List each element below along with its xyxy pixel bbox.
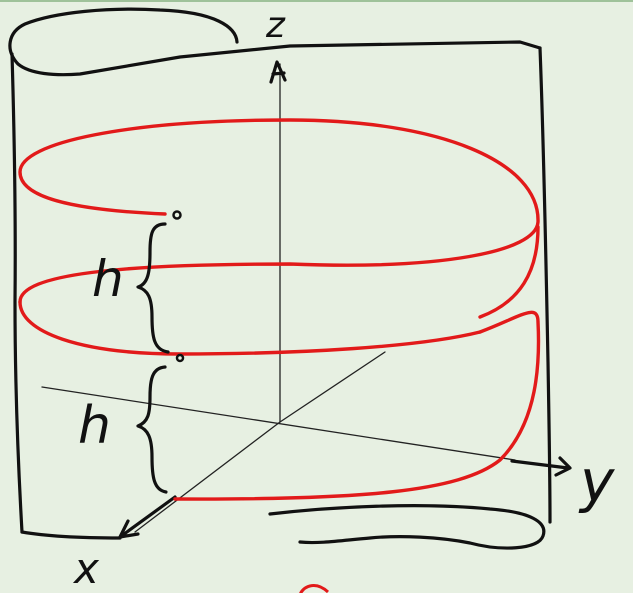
helix-turn-lower (173, 310, 541, 501)
helix-turn-upper (18, 118, 540, 304)
helix (18, 118, 541, 501)
bottom-red-mark (299, 584, 330, 593)
cylinder-top-ellipse (8, 7, 542, 77)
brace-lower (136, 365, 168, 494)
helix-point-upper (172, 210, 182, 220)
y-axis-label: y (580, 447, 615, 515)
y-axis-arrow (510, 456, 572, 477)
cylinder-bottom-right (268, 504, 546, 550)
pitch-braces (136, 222, 170, 494)
pitch-markers (172, 210, 185, 363)
brace-upper (136, 222, 170, 354)
x-axis-label: x (74, 544, 99, 593)
pitch-label-lower: h (78, 396, 111, 456)
cylinder-right-wall (538, 46, 552, 524)
helix-point-middle (175, 353, 185, 363)
x-axis-back (279, 351, 386, 423)
cylinder-left-wall (10, 52, 24, 534)
axes (41, 60, 572, 539)
pitch-label-upper: h (92, 250, 124, 308)
x-axis-front (134, 421, 281, 533)
z-axis-arrowhead (269, 60, 287, 84)
cylinder-bottom-left (20, 530, 122, 540)
z-axis-label: z (266, 5, 285, 46)
cylinder (8, 7, 552, 550)
x-axis-arrow (118, 495, 177, 539)
helix-cross-segment (478, 225, 540, 319)
y-axis-line (41, 386, 516, 461)
helix-turn-middle (18, 300, 482, 356)
